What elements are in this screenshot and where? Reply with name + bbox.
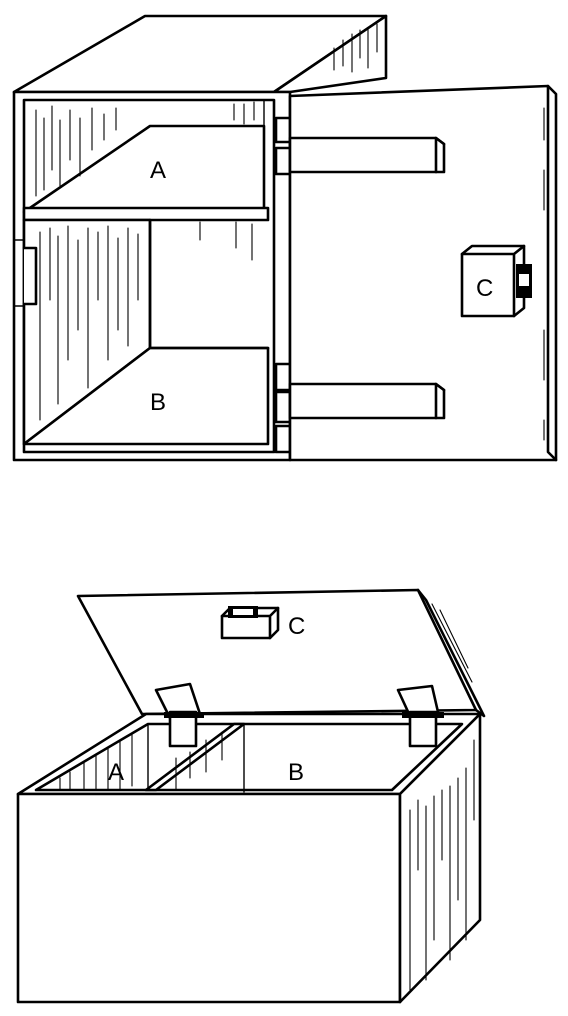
lower-compartment (22, 218, 270, 446)
cabinet-side-grain (333, 23, 378, 73)
chest-front (16, 792, 402, 1004)
lid-hinges (154, 682, 444, 748)
label-door-lock: C (476, 275, 493, 302)
label-upper-compartment: A (150, 157, 166, 184)
chest-drawing: A B C (16, 588, 486, 1004)
shelf (22, 206, 270, 222)
label-lid-lock: C (288, 613, 305, 640)
frame-recess (22, 246, 38, 306)
lid-lock (220, 606, 280, 640)
label-lower-compartment: B (150, 389, 166, 416)
door-lock (460, 244, 532, 318)
label-left-compartment: A (108, 759, 124, 786)
chest-side (398, 712, 482, 1004)
door-hinges (274, 116, 292, 454)
upper-compartment (22, 99, 270, 222)
upright-cabinet-drawing: A B C (12, 14, 558, 462)
door-braces (288, 136, 446, 420)
label-right-compartment: B (288, 759, 304, 786)
